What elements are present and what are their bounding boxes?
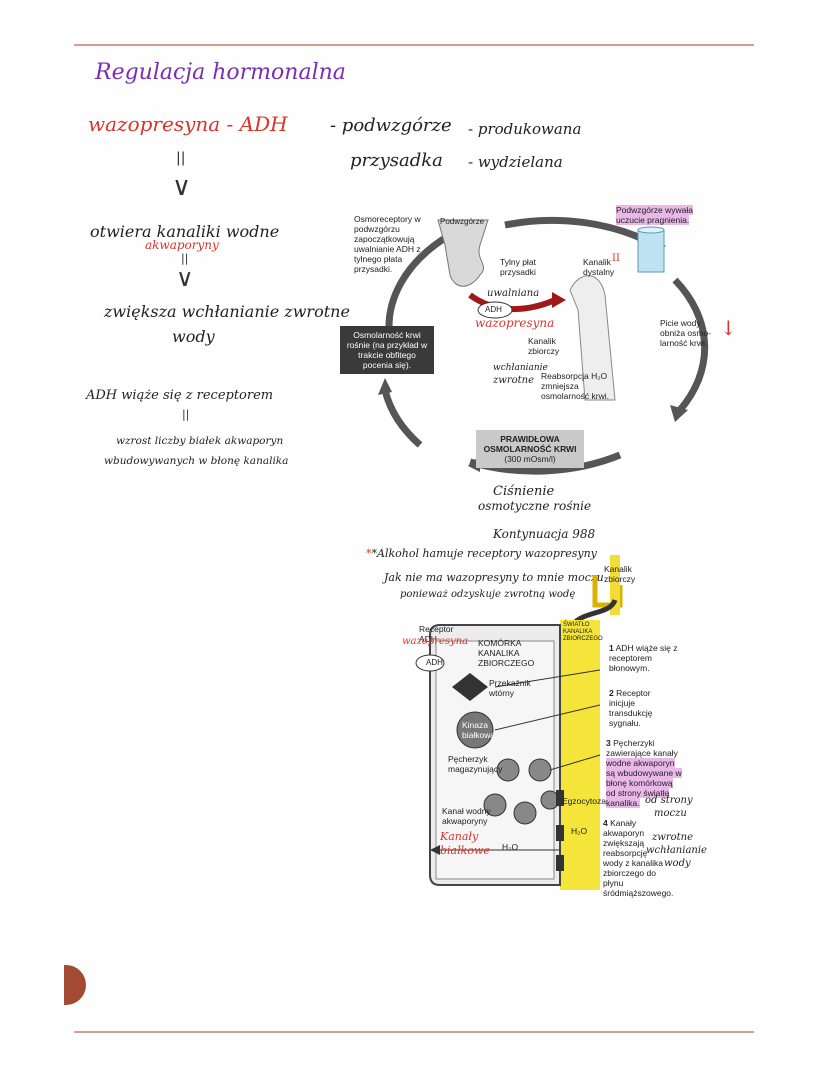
vesicle-label: Pęcherzyk magazynujący <box>448 754 503 774</box>
step-3-number: 3 <box>606 738 611 748</box>
down-arrow-icon-2: ∨ <box>176 264 194 292</box>
step-1: 1 ADH wiąże się z receptorem błonowym. <box>609 643 678 673</box>
posterior-lobe-label: Tylny płat przysadki <box>500 257 536 277</box>
adh-label: ADH <box>485 305 502 314</box>
down-arrow-icon: ∨ <box>172 172 192 202</box>
page-hole <box>64 965 86 1005</box>
exocytosis-label: Egzocytoza <box>562 796 606 806</box>
normal-osmolarity-box: PRAWIDŁOWA OSMOLARNOŚĆ KRWI (300 mOsm/l) <box>476 430 584 468</box>
collecting-duct-label: Kanalik zbiorczy <box>528 336 560 356</box>
vasopressin-annotation: wazopresyna <box>475 316 555 330</box>
side-annotation-2: moczu <box>654 808 687 819</box>
step-2: 2 Receptor inicjuje transdukcję sygnału. <box>609 688 653 728</box>
h2o-label-lumen: H₂O <box>571 826 588 836</box>
right-annotation-2: wchłanianie <box>646 845 707 856</box>
right-annotation-3: wody <box>664 858 691 869</box>
down-red-arrow-icon: ↓ <box>720 316 737 340</box>
thirst-caption: Podwzgórze wywała uczucie pragnienia. <box>616 205 694 225</box>
pituitary-note: przysadka <box>350 150 443 171</box>
no-vasopressin-note-1: Jak nie ma wazopresyny to mnie moczu <box>384 571 604 584</box>
step-2-number: 2 <box>609 688 614 698</box>
step-4-number: 4 <box>603 818 608 828</box>
h2o-label-cell: H₂O <box>502 842 519 852</box>
secreted-note: - wydzielana <box>468 153 563 171</box>
osmolarity-rises-box: Osmolarność krwi rośnie (na przykład w t… <box>340 326 434 374</box>
opens-channels-note: otwiera kanaliki wodne <box>90 222 280 241</box>
roman-two-mark: II <box>612 253 620 264</box>
kinase-label: Kinaza białkowa <box>462 720 496 740</box>
lumen-label: ŚWIATŁO KANALIKA ZBIORCZEGO <box>563 622 603 642</box>
step-1-number: 1 <box>609 643 614 653</box>
proteins-annotation-1: Kanały <box>440 830 479 843</box>
normal-osmolarity-title: PRAWIDŁOWA OSMOLARNOŚĆ KRWI <box>483 434 577 454</box>
absorption-annotation-1: wchłanianie <box>493 363 548 373</box>
vasopressin-receptor-annotation: wazopresyna <box>402 636 469 647</box>
cell-label: KOMÓRKA KANALIKA ZBIORCZEGO <box>478 638 535 668</box>
side-annotation-1: od strony <box>645 795 693 806</box>
produced-note: - produkowana <box>468 120 582 138</box>
osmoreceptors-caption: Osmoreceptory w podwzgórzu zapoczątkowuj… <box>354 214 421 274</box>
continuation-note: Kontynuacja 988 <box>493 527 596 541</box>
growth-note-1: wzrost liczby białek akwaporyn <box>116 435 284 447</box>
hypothalamus-label: Podwzgórze <box>440 217 485 226</box>
right-annotation-1: zwrotne <box>652 832 694 843</box>
reabsorption-caption: Reabsorpcja H₂O zmniejsza osmolarność kr… <box>541 371 610 401</box>
receptor-label: Receptor ADH <box>419 624 454 644</box>
drinking-caption: Picie wody obniża osmo-larność krwi. <box>660 318 712 348</box>
no-vasopressin-note-2: ponieważ odzyskuje zwrotną wodę <box>400 589 576 600</box>
page-title: Regulacja hormonalna <box>95 60 346 85</box>
equals-mark: || <box>176 150 186 166</box>
channel-label: Kanał wodny akwaporyny <box>442 806 491 826</box>
normal-osmolarity-value: (300 mOsm/l) <box>504 454 556 464</box>
absorption-annotation-2: zwrotne <box>493 375 535 386</box>
equals-mark-3: || <box>182 408 190 421</box>
collecting-duct-cell-diagram <box>415 555 623 890</box>
step-3: 3 Pęcherzyki zawierające kanały wodne ak… <box>606 738 682 808</box>
increases-note: zwiększa wchłanianie zwrotne <box>104 302 350 321</box>
alcohol-note: **Alkohol hamuje receptory wazopresyny <box>366 547 597 560</box>
pressure-note-1: Ciśnienie <box>493 484 555 499</box>
vasopressin-heading: wazopresyna - ADH <box>88 112 288 136</box>
hypothalamus-note: - podwzgórze <box>330 115 452 136</box>
water-note: wody <box>172 327 215 346</box>
adh-binds-note: ADH wiąże się z receptorem <box>86 388 274 403</box>
equals-mark-2: || <box>181 252 189 265</box>
released-annotation: uwalniana <box>487 288 540 299</box>
distal-tubule-label: Kanalik dystalny <box>583 257 615 277</box>
collecting-duct-mini-label: Kanalik zbiorczy <box>604 564 636 584</box>
step-4: 4 Kanały akwaporyn zwiększają reabsorpcj… <box>603 818 674 898</box>
second-messenger-label: Przekaźnik wtórny <box>489 678 531 698</box>
adh-molecule-label: ADH <box>426 658 443 667</box>
aquaporins-note: akwaporyny <box>145 238 219 252</box>
proteins-annotation-2: białkowe <box>440 844 490 857</box>
pressure-note-2: osmotyczne rośnie <box>478 499 592 513</box>
growth-note-2: wbudowywanych w błonę kanalika <box>104 455 289 467</box>
